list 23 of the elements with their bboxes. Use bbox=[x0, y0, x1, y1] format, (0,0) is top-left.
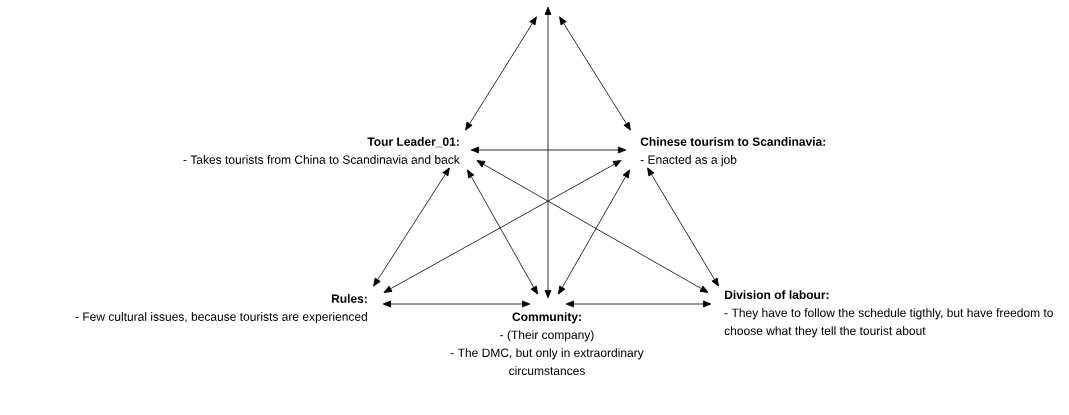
arrow bbox=[373, 167, 450, 287]
arrow bbox=[465, 16, 537, 131]
arrow bbox=[476, 160, 709, 293]
arrow bbox=[470, 146, 627, 154]
arrow bbox=[565, 300, 712, 308]
description: - They have to follow the schedule tigthly, but have freedom to choose what they tell the tourist about bbox=[724, 308, 1053, 338]
arrow bbox=[647, 167, 719, 287]
description: - (Their company) bbox=[500, 330, 594, 342]
arrow bbox=[558, 169, 630, 295]
arrow bbox=[383, 160, 622, 293]
heading: Chinese tourism to Scandinavia: bbox=[640, 137, 826, 146]
description: - The DMC, but only in extraordinary circumstances bbox=[450, 348, 644, 375]
heading: Tour Leader_01: bbox=[367, 137, 459, 148]
arrow bbox=[559, 16, 631, 131]
description: - Few cultural issues, because tourists are experienced bbox=[75, 312, 367, 324]
heading: Rules: bbox=[331, 294, 367, 303]
description: - Takes tourists from China to Scandinavia and back bbox=[183, 155, 460, 164]
arrow bbox=[382, 300, 531, 308]
arrow bbox=[467, 169, 538, 295]
heading: Division of labour: bbox=[725, 290, 829, 299]
heading: Community: bbox=[512, 312, 581, 324]
arrow bbox=[544, 6, 552, 299]
description: - Enacted as a job bbox=[640, 155, 737, 167]
